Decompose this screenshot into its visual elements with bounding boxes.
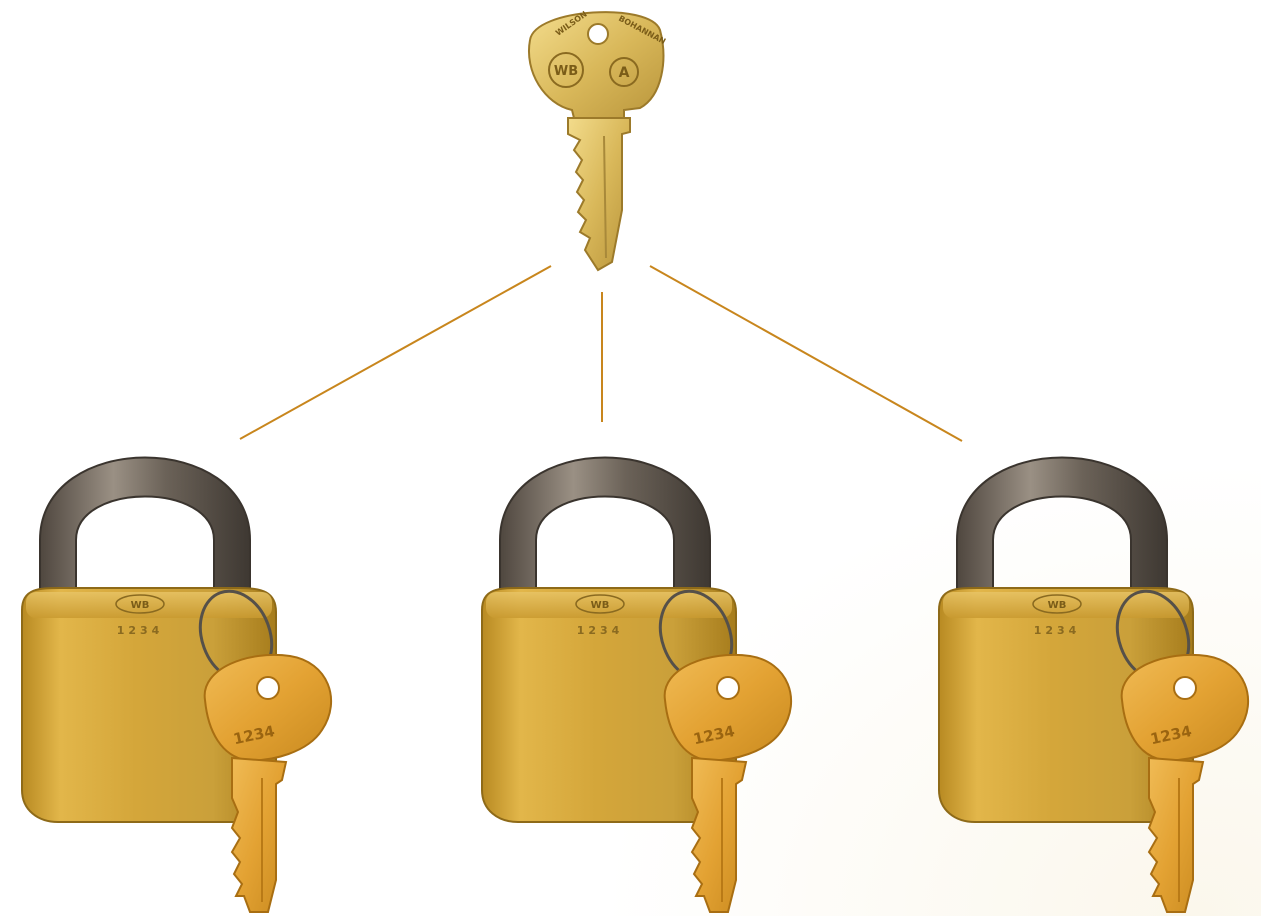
padlock-body-code: 1234	[1034, 624, 1081, 637]
padlock-key-blade	[232, 758, 286, 912]
master-key-icon: WB A WILSON BOHANNAN	[529, 10, 667, 270]
master-key-letter: A	[619, 65, 630, 81]
padlock-brand-mark: WB	[131, 600, 150, 611]
padlock-brand-mark: WB	[591, 600, 610, 611]
connector-line-left	[240, 266, 551, 439]
connector-line-right	[650, 266, 962, 441]
padlock-body-code: 1234	[577, 624, 624, 637]
master-key-brand-mark: WB	[554, 64, 578, 79]
padlock-key-blade	[1149, 758, 1203, 912]
padlock-key-bow	[1122, 655, 1248, 760]
padlock-brand-mark: WB	[1048, 600, 1067, 611]
padlock-key-bow	[205, 655, 331, 760]
padlock-key-bow	[665, 655, 791, 760]
padlock-key-blade	[692, 758, 746, 912]
padlock-body-code: 1234	[117, 624, 164, 637]
connector-lines	[240, 266, 962, 441]
